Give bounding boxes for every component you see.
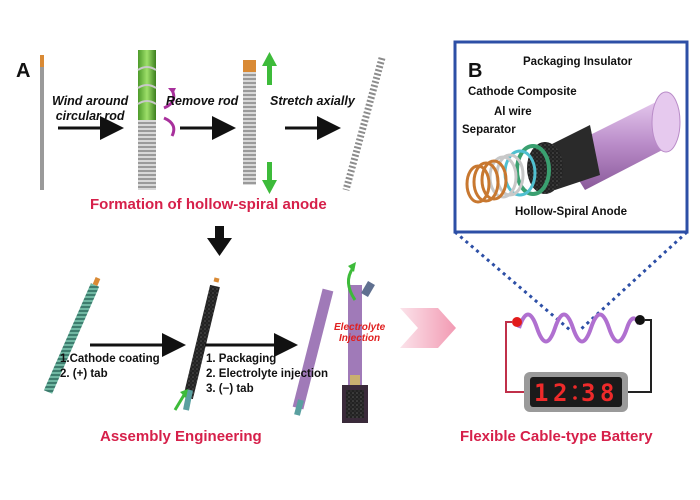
packaged-cable [292,288,334,416]
assembly-step-pos-tab: 2. (+) tab [60,368,108,380]
zoom-line-left [454,230,571,332]
step-stretch-label: Stretch axially [270,94,355,108]
label-hollow-spiral-anode: Hollow-Spiral Anode [515,206,628,218]
assembly-steps-2: 1. Packaging 2. Electrolyte injection 3.… [206,352,328,397]
battery-spiral [517,312,641,344]
rotation-arrow-head [168,88,176,94]
wire-positive [505,321,524,393]
display-digit: 2 [553,379,567,407]
display-digit: 3 [581,379,595,407]
step-wind-line1: Wind around [52,94,129,108]
step-remove-label: Remove rod [166,94,239,108]
pink-arrow [400,308,456,348]
injection-line2: Injection [339,333,381,344]
positive-terminal [512,317,522,327]
assembly-step-packaging: 1. Packaging [206,353,277,365]
assembly-step-neg-tab: 3. (−) tab [206,383,254,395]
panel-b-label: B [468,60,483,82]
green-arrow-up [262,52,277,85]
injection-line1: Electrolyte [334,322,386,333]
battery-title: Flexible Cable-type Battery [460,428,653,445]
injection-label: Electrolyte Injection [334,322,385,344]
label-cathode-composite: Cathode Composite [468,86,577,98]
panel-a-label: A [16,60,31,82]
hollow-coil [243,60,256,185]
injection-setup [342,262,375,423]
display-digit: 1 [534,379,548,407]
assembly-title: Assembly Engineering [100,428,262,445]
coil-tip [92,277,101,286]
display-digit: 8 [600,379,614,407]
label-al-wire: Al wire [494,106,532,118]
negative-terminal [635,315,645,325]
green-arrow-down [262,162,277,194]
formation-title: Formation of hollow-spiral anode [90,196,327,213]
stretched-coil [342,57,386,191]
assembly-step-electrolyte: 2. Electrolyte injection [206,368,329,380]
assembly-step-cathode: 1.Cathode coating [60,353,160,365]
cable-cross-section [465,91,681,204]
wire-initial [40,55,44,190]
label-separator: Separator [462,124,516,136]
step-wind-label: Wind around circular rod [52,94,128,124]
step-wind-line2: circular rod [55,109,125,123]
green-arrow-small [173,389,188,411]
coil-cathode [43,283,100,394]
rod-with-coil [137,50,157,190]
coated-cable [183,277,220,411]
down-arrow [207,226,232,256]
assembly-steps-1: 1.Cathode coating 2. (+) tab [60,352,160,382]
wire-negative [626,319,652,393]
label-packaging-insulator: Packaging Insulator [523,56,633,68]
